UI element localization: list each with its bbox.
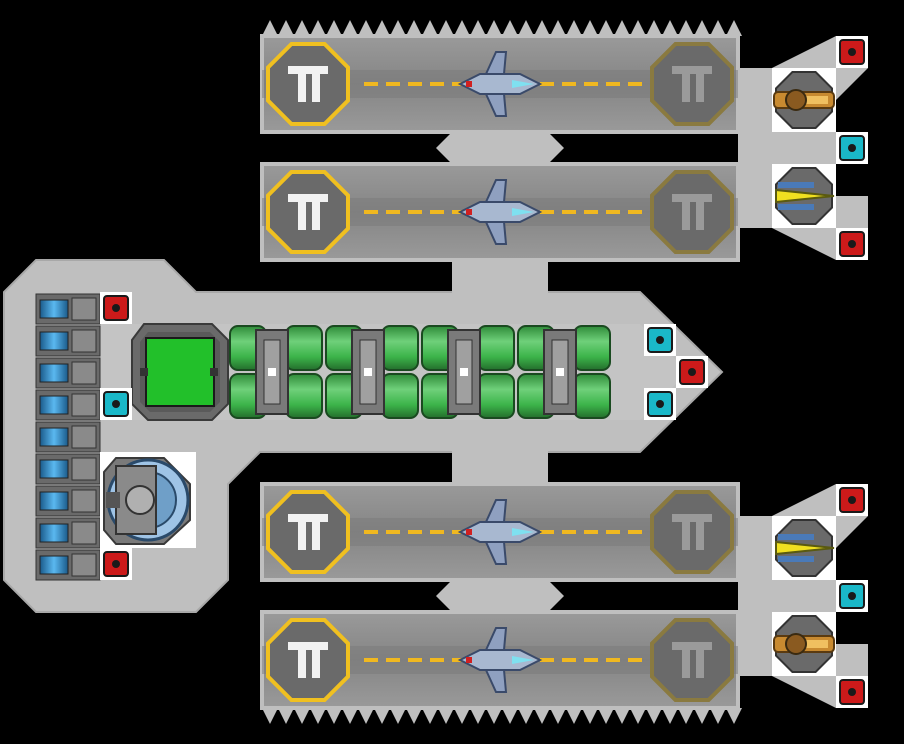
landing-pad[interactable] bbox=[650, 618, 734, 702]
runway-dash bbox=[408, 210, 422, 214]
battery-cell[interactable] bbox=[35, 421, 101, 453]
thruster-node[interactable] bbox=[836, 484, 868, 516]
runway-dash bbox=[606, 530, 620, 534]
runway-dash bbox=[562, 82, 576, 86]
runway-dash bbox=[540, 82, 554, 86]
launch-pad[interactable] bbox=[266, 170, 350, 254]
battery-bank bbox=[35, 293, 101, 581]
reactor-core-icon bbox=[145, 337, 215, 407]
thruster-node[interactable] bbox=[676, 356, 708, 388]
runway-dash bbox=[540, 210, 554, 214]
thruster-node[interactable] bbox=[100, 388, 132, 420]
battery-cell[interactable] bbox=[35, 325, 101, 357]
cargo-tank-module[interactable] bbox=[517, 325, 611, 419]
battery-cell[interactable] bbox=[35, 389, 101, 421]
thruster-node[interactable] bbox=[836, 132, 868, 164]
laser-turret-icon[interactable] bbox=[772, 164, 836, 228]
hangar-bay[interactable] bbox=[260, 482, 740, 582]
thruster-node[interactable] bbox=[644, 388, 676, 420]
runway-dash bbox=[606, 82, 620, 86]
runway-dash bbox=[540, 658, 554, 662]
fighter-icon[interactable] bbox=[457, 627, 543, 693]
runway-dash bbox=[562, 658, 576, 662]
battery-cell[interactable] bbox=[35, 549, 101, 581]
runway-dash bbox=[364, 210, 378, 214]
thruster-node[interactable] bbox=[836, 676, 868, 708]
armor-spikes bbox=[262, 20, 742, 724]
runway-dash bbox=[628, 530, 642, 534]
thruster-node[interactable] bbox=[836, 36, 868, 68]
runway-dash bbox=[430, 82, 444, 86]
runway-dash bbox=[386, 210, 400, 214]
battery-cell[interactable] bbox=[35, 453, 101, 485]
cargo-tank-module[interactable] bbox=[421, 325, 515, 419]
runway-dash bbox=[628, 82, 642, 86]
runway-dash bbox=[364, 82, 378, 86]
runway-dash bbox=[364, 658, 378, 662]
thruster-node[interactable] bbox=[100, 548, 132, 580]
launch-pad[interactable] bbox=[266, 42, 350, 126]
battery-cell[interactable] bbox=[35, 357, 101, 389]
runway-dash bbox=[584, 530, 598, 534]
fighter-icon[interactable] bbox=[457, 51, 543, 117]
runway-dash bbox=[408, 530, 422, 534]
runway-dash bbox=[430, 658, 444, 662]
laser-turret-icon[interactable] bbox=[772, 516, 836, 580]
thruster-node[interactable] bbox=[100, 292, 132, 324]
runway-dash bbox=[584, 658, 598, 662]
landing-pad[interactable] bbox=[650, 170, 734, 254]
battery-cell[interactable] bbox=[35, 485, 101, 517]
runway-dash bbox=[430, 530, 444, 534]
runway-dash bbox=[628, 658, 642, 662]
battery-cell[interactable] bbox=[35, 517, 101, 549]
landing-pad[interactable] bbox=[650, 42, 734, 126]
runway-dash bbox=[606, 658, 620, 662]
landing-pad[interactable] bbox=[650, 490, 734, 574]
cargo-bay bbox=[229, 325, 611, 419]
hull-spacer bbox=[436, 580, 564, 612]
fighter-icon[interactable] bbox=[457, 179, 543, 245]
runway-dash bbox=[562, 530, 576, 534]
runway-dash bbox=[584, 82, 598, 86]
runway-dash bbox=[540, 530, 554, 534]
cargo-tank-module[interactable] bbox=[229, 325, 323, 419]
cannon-turret-icon[interactable] bbox=[772, 68, 836, 132]
thruster-node[interactable] bbox=[644, 324, 676, 356]
runway-dash bbox=[408, 82, 422, 86]
runway-dash bbox=[408, 658, 422, 662]
launch-pad[interactable] bbox=[266, 490, 350, 574]
thruster-nodes bbox=[100, 36, 868, 708]
runway-dash bbox=[386, 530, 400, 534]
hull-spacer bbox=[436, 132, 564, 164]
cannon-turret-icon[interactable] bbox=[772, 612, 836, 676]
runway-dash bbox=[628, 210, 642, 214]
runway-dash bbox=[386, 658, 400, 662]
runway-dash bbox=[430, 210, 444, 214]
hangar-bay[interactable] bbox=[260, 610, 740, 710]
launch-pad[interactable] bbox=[266, 618, 350, 702]
runway-dash bbox=[562, 210, 576, 214]
hangar-bay[interactable] bbox=[260, 162, 740, 262]
thruster-node[interactable] bbox=[836, 228, 868, 260]
runway-dash bbox=[584, 210, 598, 214]
runway-dash bbox=[386, 82, 400, 86]
runway-dash bbox=[364, 530, 378, 534]
turret-group bbox=[772, 68, 836, 676]
runway-dash bbox=[606, 210, 620, 214]
cargo-tank-module[interactable] bbox=[325, 325, 419, 419]
shield-generator[interactable] bbox=[100, 452, 196, 548]
reactor-core[interactable] bbox=[131, 323, 229, 421]
battery-cell[interactable] bbox=[35, 293, 101, 325]
hangar-bay[interactable] bbox=[260, 34, 740, 134]
fighter-icon[interactable] bbox=[457, 499, 543, 565]
thruster-node[interactable] bbox=[836, 580, 868, 612]
